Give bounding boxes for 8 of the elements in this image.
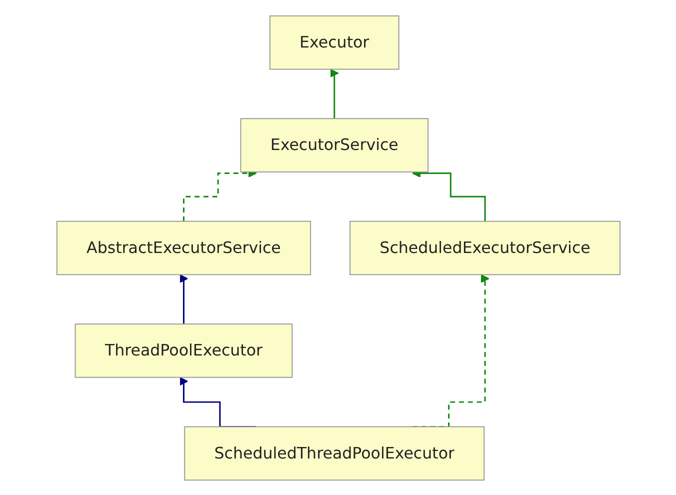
class-box: ThreadPoolExecutor [74, 323, 292, 378]
class-box: AbstractExecutorService [56, 220, 311, 275]
class-box: Executor [268, 14, 399, 70]
class-box: ScheduledExecutorService [349, 220, 620, 275]
class-box: ExecutorService [240, 118, 428, 172]
class-box: ScheduledThreadPoolExecutor [184, 426, 484, 480]
inheritance-arrow [178, 274, 188, 324]
inheritance-arrow [330, 68, 338, 119]
